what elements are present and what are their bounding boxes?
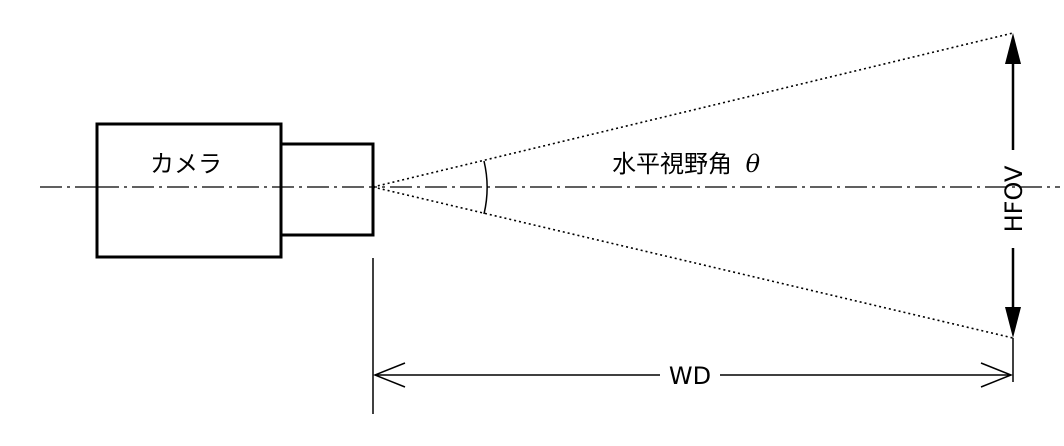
hfov-arrow-up xyxy=(1005,33,1021,64)
wd-arrow-right xyxy=(980,362,1014,388)
hfov-arrow-down xyxy=(1005,307,1021,338)
angle-arc xyxy=(483,160,488,215)
hfov-label: HFOV xyxy=(1000,165,1028,232)
fov-lower-line xyxy=(372,186,1014,339)
angle-label: 水平視野角 θ xyxy=(612,150,761,178)
wd-label: WD xyxy=(669,362,711,390)
camera-lens xyxy=(279,142,375,237)
camera-body xyxy=(95,122,283,259)
camera-label: カメラ xyxy=(150,150,222,178)
wd-arrow-left xyxy=(372,362,406,388)
